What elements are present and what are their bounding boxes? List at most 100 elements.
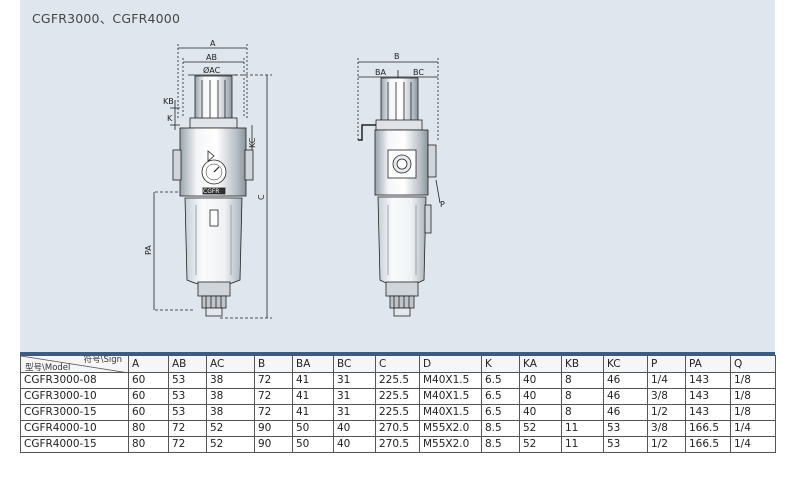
model-cell: CGFR4000-15 bbox=[20, 436, 129, 453]
table-cell: 8 bbox=[561, 372, 604, 389]
table-cell: 1/8 bbox=[730, 388, 776, 405]
table-cell: 46 bbox=[603, 404, 648, 421]
column-header: PA bbox=[685, 355, 731, 373]
front-view bbox=[153, 44, 272, 319]
dim-label-ac: ØAC bbox=[203, 65, 221, 75]
column-header: Q bbox=[730, 355, 776, 373]
column-header: B bbox=[254, 355, 293, 373]
table-cell: 41 bbox=[292, 372, 334, 389]
table-cell: 225.5 bbox=[375, 372, 420, 389]
table-cell: 8.5 bbox=[481, 436, 520, 453]
table-cell: 41 bbox=[292, 388, 334, 405]
column-header: A bbox=[128, 355, 169, 373]
table-cell: 60 bbox=[128, 404, 169, 421]
side-view bbox=[357, 58, 441, 317]
column-header: AB bbox=[168, 355, 207, 373]
table-cell: 53 bbox=[168, 404, 207, 421]
table-cell: 11 bbox=[561, 420, 604, 437]
table-cell: 72 bbox=[254, 388, 293, 405]
column-header: AC bbox=[206, 355, 255, 373]
table-cell: 225.5 bbox=[375, 388, 420, 405]
page-title: CGFR3000、CGFR4000 bbox=[32, 11, 181, 26]
corner-model-label: 型号\Model bbox=[25, 363, 71, 373]
table-cell: 40 bbox=[333, 436, 376, 453]
column-header: C bbox=[375, 355, 420, 373]
table-cell: 90 bbox=[254, 436, 293, 453]
column-header: KC bbox=[603, 355, 648, 373]
corner-sign-label: 符号\Sign bbox=[83, 355, 122, 366]
table-cell: 143 bbox=[685, 388, 731, 405]
column-header: KA bbox=[519, 355, 562, 373]
dim-label-ba: BA bbox=[375, 68, 386, 77]
table-cell: 31 bbox=[333, 404, 376, 421]
table-cell: M40X1.5 bbox=[419, 372, 482, 389]
table-cell: 80 bbox=[128, 436, 169, 453]
table-cell: 53 bbox=[168, 388, 207, 405]
table-cell: 11 bbox=[561, 436, 604, 453]
table-cell: 6.5 bbox=[481, 388, 520, 405]
technical-drawing: A AB ØAC KB K KC C PA CGFR bbox=[144, 39, 445, 319]
table-cell: 31 bbox=[333, 372, 376, 389]
table-cell: 40 bbox=[519, 372, 562, 389]
table-cell: 1/8 bbox=[730, 372, 776, 389]
table-cell: 72 bbox=[254, 372, 293, 389]
table-cell: 60 bbox=[128, 372, 169, 389]
dim-label-pa: PA bbox=[144, 245, 153, 255]
table-cell: 143 bbox=[685, 372, 731, 389]
table-cell: 225.5 bbox=[375, 404, 420, 421]
column-header: P bbox=[647, 355, 686, 373]
table-cell: 166.5 bbox=[685, 436, 731, 453]
table-cell: 72 bbox=[168, 436, 207, 453]
dim-label-b: B bbox=[394, 52, 400, 61]
table-cell: 72 bbox=[168, 420, 207, 437]
table-cell: 1/4 bbox=[730, 420, 776, 437]
table-cell: 270.5 bbox=[375, 436, 420, 453]
table-cell: 41 bbox=[292, 404, 334, 421]
dim-label-ab: AB bbox=[206, 53, 217, 62]
table-cell: 166.5 bbox=[685, 420, 731, 437]
column-header: BC bbox=[333, 355, 376, 373]
table-cell: 6.5 bbox=[481, 404, 520, 421]
table-cell: 38 bbox=[206, 404, 255, 421]
table-cell: 3/8 bbox=[647, 388, 686, 405]
table-cell: 8.5 bbox=[481, 420, 520, 437]
table-cell: 31 bbox=[333, 388, 376, 405]
dim-label-kb: KB bbox=[163, 97, 174, 106]
table-cell: 46 bbox=[603, 388, 648, 405]
dim-label-k: K bbox=[167, 114, 173, 123]
column-header: BA bbox=[292, 355, 334, 373]
table-cell: 3/8 bbox=[647, 420, 686, 437]
table-cell: 52 bbox=[206, 436, 255, 453]
table-cell: 52 bbox=[206, 420, 255, 437]
table-cell: 52 bbox=[519, 436, 562, 453]
corner-cell: 符号\Sign 型号\Model bbox=[20, 355, 129, 373]
column-header: KB bbox=[561, 355, 604, 373]
table-cell: 50 bbox=[292, 436, 334, 453]
table-cell: 40 bbox=[333, 420, 376, 437]
table-cell: 90 bbox=[254, 420, 293, 437]
table-cell: M55X2.0 bbox=[419, 436, 482, 453]
table-cell: 38 bbox=[206, 372, 255, 389]
table-cell: 270.5 bbox=[375, 420, 420, 437]
column-header: K bbox=[481, 355, 520, 373]
table-cell: 1/2 bbox=[647, 404, 686, 421]
panel-divider bbox=[20, 352, 775, 355]
table-cell: 50 bbox=[292, 420, 334, 437]
table-cell: 53 bbox=[168, 372, 207, 389]
table-cell: M40X1.5 bbox=[419, 404, 482, 421]
table-cell: 1/4 bbox=[647, 372, 686, 389]
table-cell: 60 bbox=[128, 388, 169, 405]
table-cell: 143 bbox=[685, 404, 731, 421]
port-label-p: P bbox=[440, 200, 445, 209]
dim-label-kc: KC bbox=[248, 137, 257, 148]
model-cell: CGFR3000-08 bbox=[20, 372, 129, 389]
table-cell: 53 bbox=[603, 436, 648, 453]
table-cell: 52 bbox=[519, 420, 562, 437]
table-cell: 80 bbox=[128, 420, 169, 437]
